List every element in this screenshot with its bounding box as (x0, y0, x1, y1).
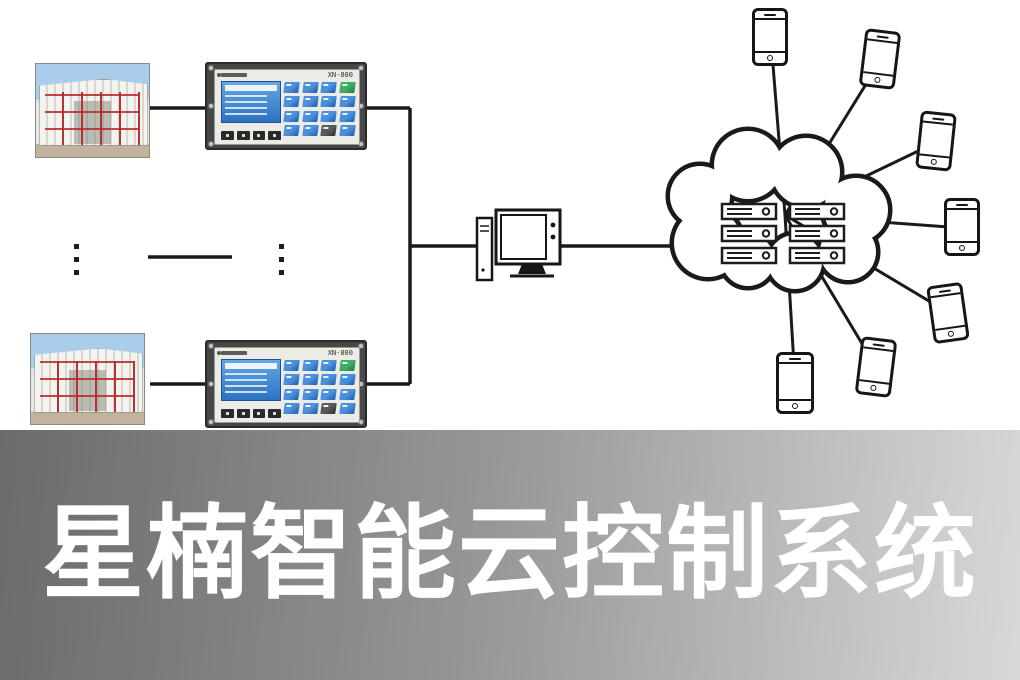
phone-speaker (789, 358, 801, 360)
scaffold-frame (40, 361, 135, 413)
controller-model-label: XN-800 (327, 349, 353, 357)
phone-speaker (938, 289, 952, 294)
smartphone-icon (752, 8, 788, 66)
smartphone-icon (854, 336, 898, 398)
screw-icon (208, 102, 214, 109)
server-icon (720, 246, 778, 265)
greenhouse-photo (35, 63, 150, 158)
controller-keypad (283, 82, 355, 136)
phone-home-button (767, 55, 773, 61)
server-icon (788, 202, 846, 221)
controller-brand-logo (217, 73, 247, 77)
controller-panel-icon: XN-800 (205, 62, 367, 150)
greenhouse-photo (30, 333, 145, 425)
screw-icon (208, 343, 214, 349)
phone-speaker (872, 343, 885, 347)
screw-icon (358, 343, 364, 349)
phone-speaker (932, 117, 945, 121)
smartphone-icon (776, 352, 814, 414)
phone-screen (755, 18, 785, 53)
phone-screen (863, 38, 898, 77)
controller-nav-keys (221, 131, 281, 140)
server-icon (788, 246, 846, 265)
phone-screen (919, 120, 953, 159)
diagram-lines-layer (148, 39, 963, 386)
controller-panel-icon: XN-800 (205, 340, 367, 428)
controller-lcd-screen (221, 359, 281, 401)
controller-brand-logo (217, 351, 247, 355)
phone-screen (859, 346, 894, 385)
phone-home-button (959, 245, 965, 251)
phone-screen (947, 208, 977, 243)
screw-icon (208, 380, 214, 387)
smartphone-icon (858, 28, 902, 90)
phone-home-button (792, 403, 798, 409)
phone-home-button (930, 158, 938, 166)
server-icon (720, 224, 778, 243)
phone-speaker (876, 35, 889, 39)
computer-workstation-icon (475, 208, 562, 282)
smartphone-icon (915, 110, 957, 172)
screw-icon (208, 141, 214, 147)
server-icon (788, 224, 846, 243)
server-rack (720, 202, 846, 265)
phone-home-button (870, 384, 877, 392)
scaffold-frame (45, 91, 140, 145)
controller-faceplate: XN-800 (214, 347, 360, 423)
controller-lcd-screen (221, 81, 281, 123)
more-units-dots (73, 244, 79, 283)
controller-keypad (283, 360, 355, 414)
controller-model-label: XN-800 (327, 71, 353, 79)
more-units-dots (278, 244, 284, 283)
screw-icon (208, 65, 214, 71)
phone-screen (779, 362, 811, 401)
connection-line (148, 106, 672, 386)
cloud-icon (665, 126, 893, 294)
screw-icon (358, 65, 364, 71)
screw-icon (208, 419, 214, 425)
controller-nav-keys (221, 409, 281, 418)
controller-faceplate: XN-800 (214, 69, 360, 145)
phone-home-button (947, 330, 955, 338)
system-title: 星楠智能云控制系统 (42, 495, 978, 614)
server-icon (720, 202, 778, 221)
smartphone-icon (944, 198, 980, 256)
phone-speaker (956, 204, 968, 206)
phone-speaker (764, 14, 776, 16)
phone-home-button (874, 76, 881, 84)
phone-screen (930, 292, 966, 331)
title-banner: 星楠智能云控制系统 (0, 430, 1020, 680)
